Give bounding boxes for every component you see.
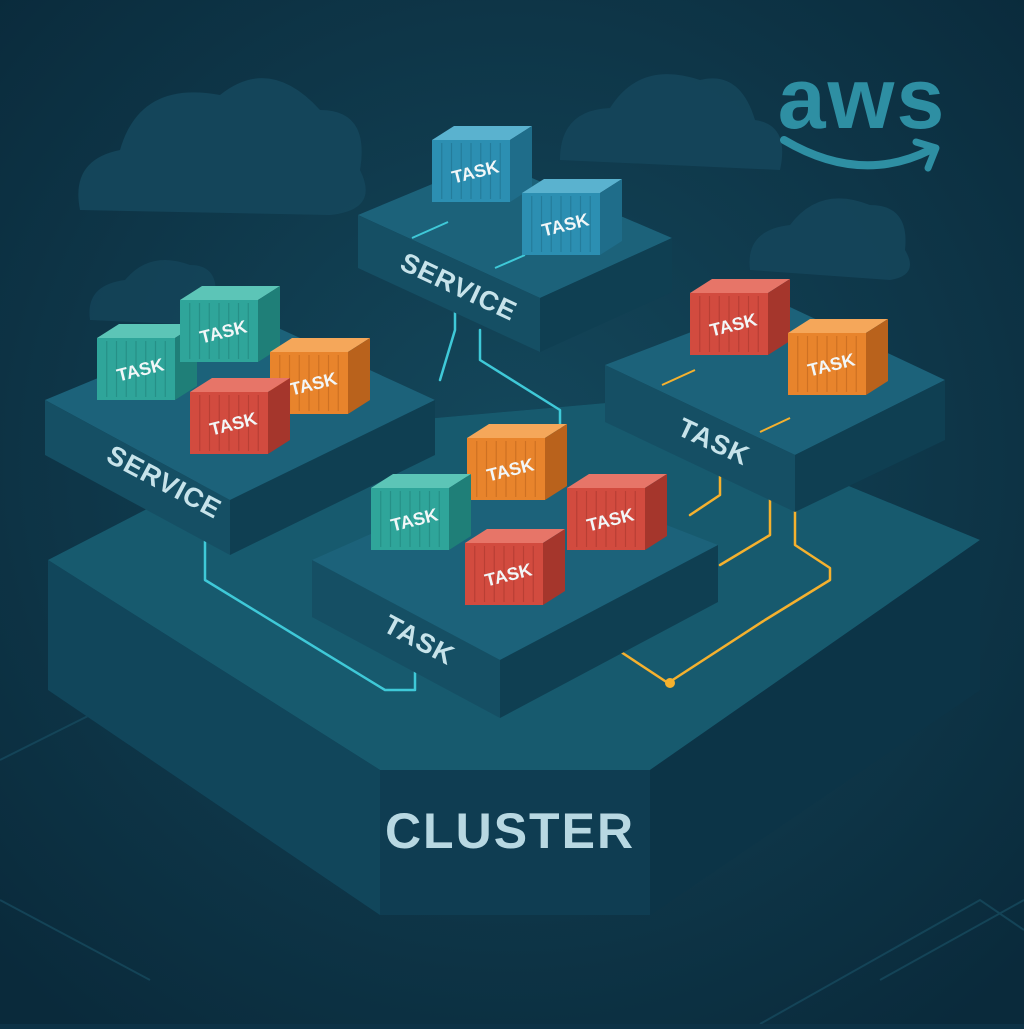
connector-line: [203, 538, 417, 692]
connector-line: [688, 473, 722, 517]
container-top-face: [270, 338, 370, 352]
container-top-face: [467, 424, 567, 438]
connector-line: [494, 254, 526, 269]
container-top-face: [690, 279, 790, 293]
cloud-icon: [749, 198, 910, 280]
task-container: TASK: [567, 474, 667, 550]
task-container: TASK: [467, 424, 567, 500]
container-top-face: [567, 474, 667, 488]
cluster-label: CLUSTER: [385, 803, 635, 859]
aws-logo: aws: [778, 51, 947, 172]
container-side-face: [600, 179, 622, 255]
container-side-face: [258, 286, 280, 362]
task-container: TASK: [371, 474, 471, 550]
aws-arrow-icon: [912, 138, 940, 172]
connector-line: [718, 488, 772, 567]
container-side-face: [510, 126, 532, 202]
container-side-face: [449, 474, 471, 550]
container-top-face: [522, 179, 622, 193]
container-side-face: [268, 378, 290, 454]
task-container: TASK: [190, 378, 290, 454]
connector-line: [759, 417, 791, 433]
container-side-face: [543, 529, 565, 605]
container-side-face: [645, 474, 667, 550]
task-container: TASK: [465, 529, 565, 605]
task-container: TASK: [788, 319, 888, 395]
container-side-face: [768, 279, 790, 355]
container-group: TASKTASKTASKTASKTASKTASKTASKTASKTASKTASK…: [97, 126, 888, 605]
container-top-face: [465, 529, 565, 543]
connector-line: [411, 221, 449, 239]
task-container: TASK: [180, 286, 280, 362]
task-container: TASK: [690, 279, 790, 355]
container-top-face: [788, 319, 888, 333]
container-side-face: [545, 424, 567, 500]
cloud-icon: [560, 74, 783, 170]
container-side-face: [348, 338, 370, 414]
container-top-face: [371, 474, 471, 488]
container-side-face: [866, 319, 888, 395]
connector-line: [661, 369, 696, 386]
connector-line: [438, 310, 457, 382]
task-container: TASK: [522, 179, 622, 255]
aws-logo-text: aws: [778, 51, 947, 147]
task-container: TASK: [432, 126, 532, 202]
container-top-face: [97, 324, 197, 338]
connector-line: [478, 328, 562, 432]
container-top-face: [432, 126, 532, 140]
container-top-face: [190, 378, 290, 392]
connectors: [203, 310, 832, 692]
container-top-face: [180, 286, 280, 300]
cloud-icon: [78, 78, 366, 215]
aws-smile-icon: [780, 136, 934, 170]
connector-node: [665, 678, 675, 688]
